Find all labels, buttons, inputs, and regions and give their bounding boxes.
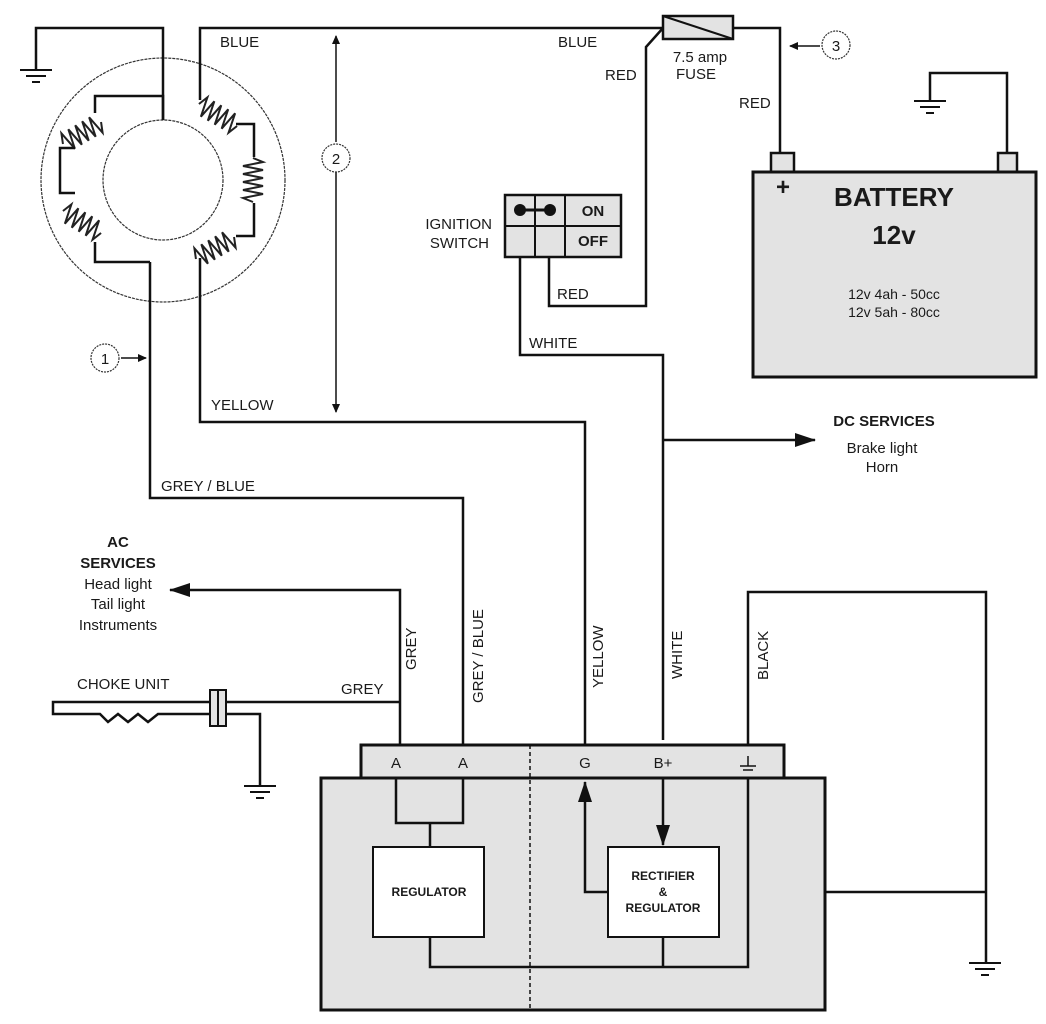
blue-wire-label-right: BLUE [558,34,597,51]
dc-service-item: Horn [866,459,899,476]
dc-service-item: Brake light [847,440,919,457]
choke-unit [51,689,400,785]
ground-wire [34,26,165,120]
coil-icon [59,116,105,150]
yellow-wire [198,258,587,750]
marker-1: 1 [90,343,120,373]
battery-ground-wire [928,71,1009,153]
terminal-a1: A [391,755,401,772]
ac-service-item: Head light [84,576,152,593]
battery-negative-terminal [996,151,1019,174]
rectifier-label-3: REGULATOR [626,901,701,915]
white-wire [518,257,665,740]
blue-wire-label-left: BLUE [220,34,259,51]
switch-contact-icon [514,204,556,216]
terminal-g: G [579,755,591,772]
red-wire-battery-label: RED [739,95,771,112]
fuse [661,14,735,41]
terminal-strip [359,743,786,780]
marker-2: 2 [321,143,351,173]
battery-spec: 12v 4ah - 50cc [848,286,940,302]
ac-services-wire [169,583,402,750]
grey-blue-wire-label: GREY / BLUE [161,478,255,495]
ground-icon [244,785,276,799]
coil-icon [62,201,102,243]
coil-icon [239,157,267,203]
terminal-b-plus: B+ [654,755,673,772]
black-wire [746,590,988,962]
black-vertical-label: BLACK [755,631,772,680]
white-vertical-label: WHITE [669,631,686,679]
switch-off-label: OFF [578,233,608,250]
ac-services-title-1: AC [107,534,129,551]
red-wire-switch [547,27,664,308]
battery-voltage: 12v [872,220,916,250]
marker-3: 3 [821,30,851,60]
ignition-label-2: SWITCH [430,235,489,252]
choke-unit-label: CHOKE UNIT [77,676,170,693]
terminal-ground-icon [740,756,756,771]
grey-vertical-label: GREY [403,627,420,670]
fuse-label: FUSE [676,66,716,83]
grey-choke-label: GREY [341,681,384,698]
grey-blue-wire [148,262,465,750]
fuse-rating: 7.5 amp [673,49,727,66]
battery-positive-terminal [769,151,796,174]
dc-services-title: DC SERVICES [833,413,934,430]
red-wire-switch-label: RED [557,286,589,303]
ac-service-item: Instruments [79,617,157,634]
battery-plus-sign: + [776,174,790,201]
svg-text:2: 2 [332,151,340,168]
regulator-box [372,846,485,938]
coil-icon [198,94,238,136]
rectifier-label-1: RECTIFIER [631,869,695,883]
ignition-label-1: IGNITION [425,216,492,233]
rectifier-label-2: & [659,885,668,899]
red-wire-fuse-label: RED [605,67,637,84]
ac-service-item: Tail light [91,596,146,613]
coil-icon [192,231,238,265]
white-wire-label: WHITE [529,335,577,352]
ac-services-title-2: SERVICES [80,555,156,572]
regulator-unit: A A G B+ REGULATOR RECTIFIER & REGULATOR [319,743,827,1012]
regulator-label: REGULATOR [392,885,467,899]
stator [20,26,286,303]
ground-icon [969,962,1001,976]
blue-wire [198,26,662,100]
ignition-switch[interactable]: ON OFF [503,193,623,259]
svg-text:1: 1 [101,351,109,368]
g-arrow [578,781,608,894]
red-wire-battery [733,26,782,155]
stator-inner-ring [102,119,224,241]
battery-spec: 12v 5ah - 80cc [848,304,940,320]
ground-icon [20,69,52,83]
terminal-a2: A [458,755,468,772]
switch-on-label: ON [582,203,605,220]
battery: + BATTERY 12v 12v 4ah - 50cc 12v 5ah - 8… [751,151,1038,379]
svg-text:3: 3 [832,38,840,55]
ground-icon [914,100,946,114]
yellow-vertical-label: YELLOW [590,625,607,688]
grey-blue-vertical-label: GREY / BLUE [470,609,487,703]
battery-title: BATTERY [834,182,954,212]
yellow-wire-label: YELLOW [211,397,274,414]
